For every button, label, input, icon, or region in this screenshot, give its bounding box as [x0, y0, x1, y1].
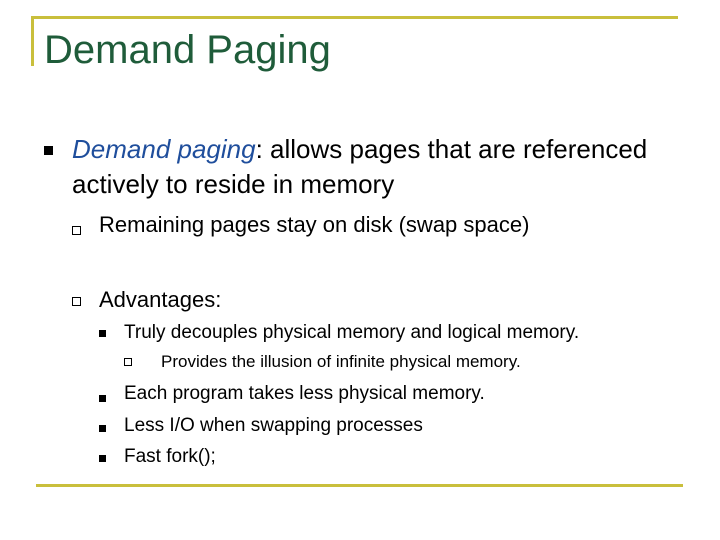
advantage-item-3: Less I/O when swapping processes: [124, 415, 423, 436]
main-bullet-text: Demand paging: allows pages that are ref…: [72, 132, 672, 202]
bullet-square-icon: [99, 425, 106, 432]
frame-top-line: [31, 16, 678, 19]
advantage-item-2: Each program takes less physical memory.: [124, 383, 485, 404]
advantages-heading: Advantages:: [99, 287, 222, 312]
advantage-item-1: Truly decouples physical memory and logi…: [124, 322, 580, 343]
bullet-box-icon: [124, 358, 132, 366]
remaining-pages-text: Remaining pages stay on disk (swap space…: [99, 212, 530, 237]
bullet-square-icon: [44, 146, 53, 155]
bullet-square-icon: [99, 455, 106, 462]
slide-title: Demand Paging: [44, 28, 331, 72]
bullet-box-icon: [72, 226, 81, 235]
frame-left-line: [31, 16, 34, 66]
advantage-item-1-sub: Provides the illusion of infinite physic…: [161, 352, 521, 371]
bullet-square-icon: [99, 330, 106, 337]
frame-bottom-line: [36, 484, 683, 487]
bullet-box-icon: [72, 297, 81, 306]
demand-paging-term: Demand paging: [72, 134, 256, 164]
bullet-square-icon: [99, 395, 106, 402]
main-bullet-description: : allows pages that are referenced activ…: [72, 134, 648, 199]
advantage-item-4: Fast fork();: [124, 446, 216, 467]
